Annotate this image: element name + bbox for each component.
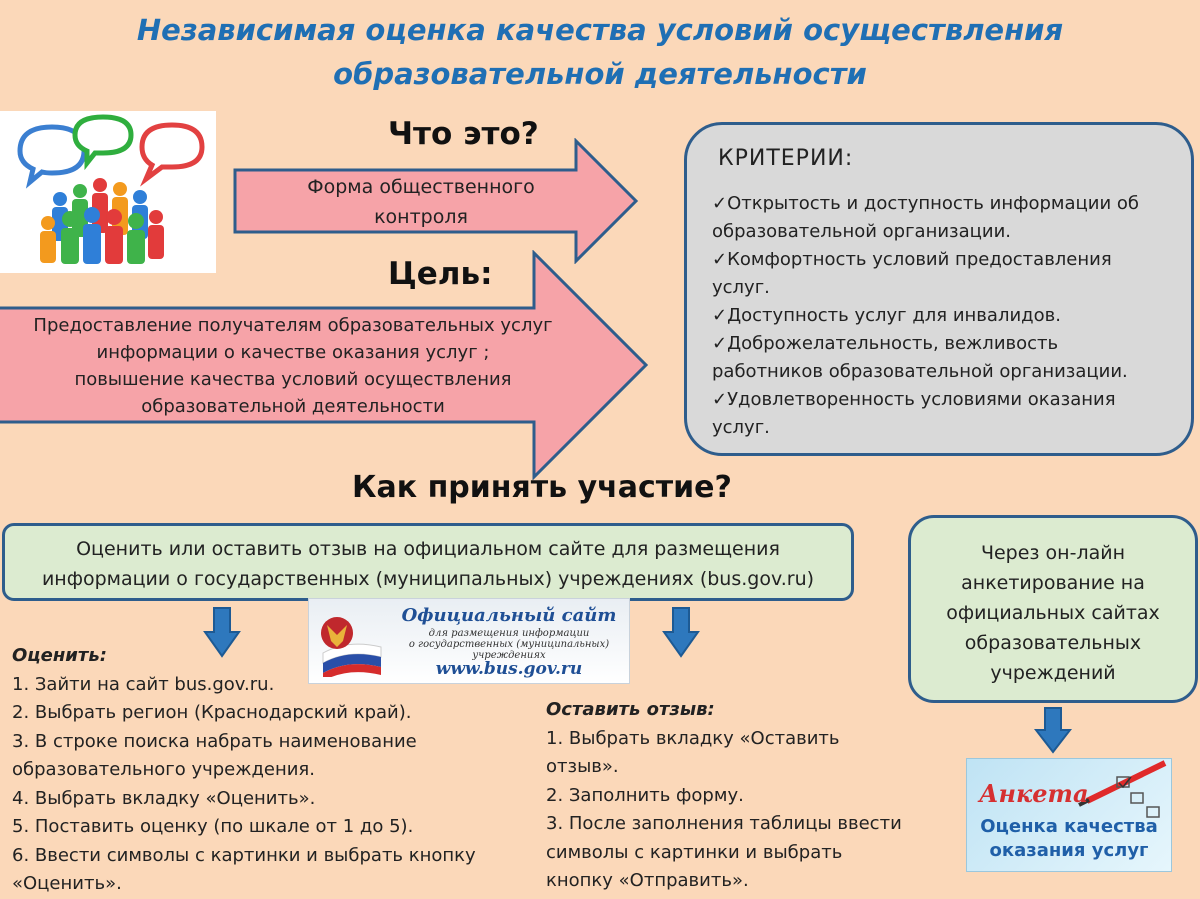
option-online-box: Через он-лайн анкетирование на официальн… [908,515,1198,703]
review-step: 1. Выбрать вкладку «Оставить [546,727,840,749]
logo-sub-3: учреждениях [472,650,546,661]
option-site-line-1: Оценить или оставить отзыв на официально… [76,538,780,560]
rate-step: 2. Выбрать регион (Краснодарский край). [12,702,412,723]
review-step: символы с картинки и выбрать [546,841,843,863]
goal-line-2: информации о качестве оказания услуг ; [96,342,490,363]
what-line-1: Форма общественного [307,176,535,198]
criteria-line-3: ✓Комфортность условий предоставления [712,249,1112,270]
down-arrow-icon [1034,707,1072,754]
title-line-2: образовательной деятельности [333,57,867,91]
rate-step: «Оценить». [12,873,122,894]
option-online-line-4: образовательных [964,632,1142,654]
option-online-line-3: официальных сайтах [946,602,1160,624]
down-arrow-icon [203,607,241,658]
criteria-line-5: ✓Доступность услуг для инвалидов. [712,305,1061,326]
criteria-title: КРИТЕРИИ: [718,146,854,171]
option-online-line-5: учреждений [990,662,1116,684]
bus-gov-logo: Официальный сайт для размещения информац… [308,598,630,684]
criteria-line-8: ✓Удовлетворенность условиями оказания [712,389,1116,410]
logo-sub-2: о государственных (муниципальных) [408,639,610,650]
criteria-line-9: услуг. [712,417,770,438]
anketa-line-1: Оценка качества [980,816,1158,837]
review-step: 2. Заполнить форму. [546,784,744,806]
howto-heading: Как принять участие? [352,470,732,505]
rate-step: образовательного учреждения. [12,759,315,780]
goal-line-4: образовательной деятельности [141,396,445,417]
rate-steps: Оценить: 1. Зайти на сайт bus.gov.ru. 2.… [12,642,512,899]
option-online-line-2: анкетирование на [961,572,1145,594]
rate-step: 4. Выбрать вкладку «Оценить». [12,787,316,809]
what-description: Форма общественного контроля [236,172,606,232]
people-speech-illustration [0,111,216,273]
what-line-2: контроля [374,206,468,228]
logo-title: Официальный сайт [401,605,617,626]
criteria-line-6: ✓Доброжелательность, вежливость [712,333,1059,354]
logo-url: www.bus.gov.ru [435,659,583,679]
rate-step: 5. Поставить оценку (по шкале от 1 до 5)… [12,816,414,837]
option-site-box: Оценить или оставить отзыв на официально… [2,523,854,601]
criteria-line-2: образовательной организации. [712,221,1012,242]
title-line-1: Независимая оценка качества условий осущ… [136,13,1064,47]
rate-step: 6. Ввести символы с картинки и выбрать к… [12,844,476,866]
review-step: 3. После заполнения таблицы ввести [546,813,902,834]
anketa-title: Анкета [979,779,1089,808]
rate-step: 3. В строке поиска набрать наименование [12,730,417,752]
goal-description: Предоставление получателям образовательн… [8,312,578,420]
logo-subtitle: для размещения информации о государствен… [393,628,625,661]
review-step: отзыв». [546,756,619,777]
down-arrow-icon [662,607,700,658]
criteria-line-1: ✓Открытость и доступность информации об [712,193,1140,214]
goal-arrow [0,249,650,481]
review-steps: Оставить отзыв: 1. Выбрать вкладку «Оста… [546,696,926,896]
flag-emblem-icon [321,617,382,677]
page-title: Независимая оценка качества условий осущ… [0,8,1200,96]
what-arrow [232,137,642,265]
criteria-panel [684,122,1194,456]
pencil-checkbox-icon [1078,760,1167,818]
criteria-list: ✓Открытость и доступность информации об … [712,190,1182,442]
review-heading: Оставить отзыв: [546,699,715,720]
anketa-caption: Оценка качества оказания услуг [967,815,1171,863]
option-site-line-2: информации о государственных (муниципаль… [41,568,815,590]
criteria-line-7: работников образовательной организации. [712,361,1128,382]
rate-heading: Оценить: [12,645,107,666]
anketa-image: Анкета Оценка качества оказания услуг [966,758,1172,872]
criteria-line-4: услуг. [712,277,770,298]
review-step: кнопку «Отправить». [546,870,749,891]
goal-heading: Цель: [388,256,493,292]
goal-line-1: Предоставление получателям образовательн… [33,315,553,336]
rate-step: 1. Зайти на сайт bus.gov.ru. [12,673,275,695]
option-online-line-1: Через он-лайн [980,542,1126,564]
what-heading: Что это? [388,116,539,152]
logo-sub-1: для размещения информации [428,628,590,639]
goal-line-3: повышение качества условий осуществления [74,369,512,390]
anketa-line-2: оказания услуг [989,840,1149,861]
